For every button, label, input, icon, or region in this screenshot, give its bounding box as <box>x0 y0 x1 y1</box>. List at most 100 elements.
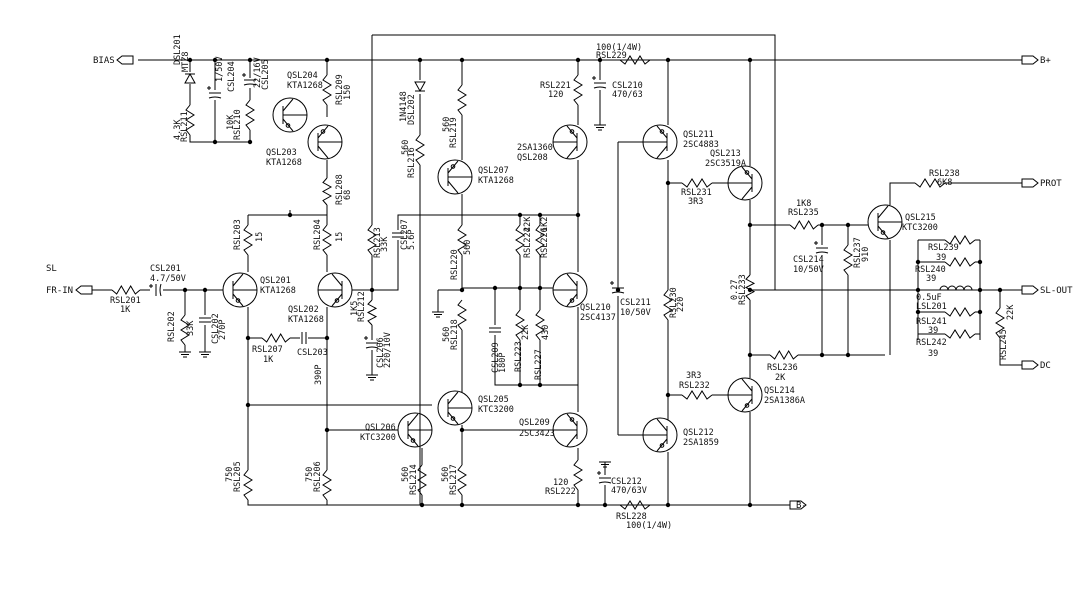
label-qsl210t: 2SC4137 <box>580 313 616 323</box>
ground-symbol <box>432 311 444 318</box>
label-rsl206: RSL206 <box>313 461 323 492</box>
label-qsl211: QSL211 <box>683 130 714 140</box>
rsl209-resistor <box>322 74 332 106</box>
label-rsl230v: 220 <box>676 297 686 312</box>
qsl214-transistor <box>727 377 763 413</box>
qsl209-transistor <box>552 412 588 448</box>
qsl208-transistor <box>552 124 588 160</box>
port-bias <box>116 55 134 65</box>
csl206-capacitor <box>364 336 379 349</box>
rsl202-resistor <box>180 314 190 346</box>
label-rsl212v: 1K5 <box>350 301 360 316</box>
label-qsl207t: KTA1268 <box>478 176 514 186</box>
csl205-capacitor <box>242 73 257 86</box>
junction-dot <box>324 57 330 63</box>
csl203-capacitor <box>301 332 307 344</box>
rsl231-resistor <box>681 178 713 188</box>
junction-dot <box>247 57 253 63</box>
label-qsl214: QSL214 <box>764 386 795 396</box>
ground-symbol-csl212 <box>599 461 611 468</box>
rsl224-resistor <box>515 224 525 256</box>
label-qsl213: QSL213 <box>710 149 741 159</box>
rsl221-resistor <box>573 74 583 106</box>
label-qsl212t: 2SA1859 <box>683 438 719 448</box>
rsl241-resistor <box>944 307 976 317</box>
label-csl203v: 390P <box>314 365 324 385</box>
junction-dot <box>324 427 330 433</box>
wire <box>372 34 776 290</box>
label-rsl205v: 750 <box>225 467 235 482</box>
label-csl211: CSL211 <box>620 298 651 308</box>
label-rsl229v: 100(1/4W) <box>596 43 642 53</box>
label-rsl235v: 1K8 <box>796 199 811 209</box>
junction-dot <box>575 57 581 63</box>
junction-dot <box>324 335 330 341</box>
label-rsl203: RSL203 <box>233 219 243 250</box>
ground-symbol <box>199 351 211 358</box>
dsl201-diode <box>184 72 196 84</box>
junction-dot <box>747 222 753 228</box>
label-rsl241v: 39 <box>928 326 938 336</box>
label-qsl209t: 2SC3423 <box>519 429 555 439</box>
components <box>111 55 1005 510</box>
label-csl203: CSL203 <box>297 348 328 358</box>
label-sl: SL <box>46 264 57 274</box>
label-rsl217: RSL217 <box>449 464 459 495</box>
ground-symbol <box>594 124 606 131</box>
label-rsl205: RSL205 <box>233 461 243 492</box>
ground-symbol <box>366 374 378 381</box>
wires <box>92 34 1030 506</box>
junction-dot <box>247 139 253 145</box>
wire <box>247 500 600 506</box>
wire <box>999 338 1022 366</box>
junction-dot <box>459 502 465 508</box>
junction-dot <box>575 212 581 218</box>
rsl205-resistor <box>243 469 253 501</box>
label-rsl219v: 560 <box>442 117 452 132</box>
label-csl202v: 270P <box>218 320 228 340</box>
junction-dot <box>615 287 621 293</box>
junction-dot <box>202 287 208 293</box>
junction-dot <box>369 287 375 293</box>
label-rsl228v: 100(1/4W) <box>626 521 672 531</box>
label-rsl214v: 560 <box>401 467 411 482</box>
label-csl205v: 22/16V <box>253 57 263 88</box>
label-frin: FR-IN <box>46 286 73 296</box>
label-bplus: B+ <box>1040 56 1051 66</box>
label-rsl204: RSL204 <box>313 219 323 250</box>
port-bminus <box>789 500 807 510</box>
rsl235-resistor <box>789 220 819 230</box>
csl209-capacitor <box>489 327 501 333</box>
label-rsl238: RSL238 <box>929 169 960 179</box>
junction-dot <box>182 287 188 293</box>
rsl213-resistor <box>367 224 377 256</box>
label-csl210v: 470/63 <box>612 90 643 100</box>
port-bplus <box>1021 55 1039 65</box>
label-rsl223v: 22K <box>521 324 531 340</box>
label-rsl209v: 150 <box>343 85 353 100</box>
label-rsl221: RSL221 <box>540 81 571 91</box>
label-csl204v: 1/50V <box>215 56 225 82</box>
label-csl205: CSL205 <box>261 59 271 90</box>
rsl219-resistor <box>457 84 467 116</box>
label-qsl212: QSL212 <box>683 428 714 438</box>
wire <box>189 135 250 143</box>
label-dsl201v: MTZ8 <box>181 52 191 72</box>
label-slout: SL-OUT <box>1040 286 1073 296</box>
label-qsl203t: KTA1268 <box>266 158 302 168</box>
qsl202-transistor <box>317 272 353 308</box>
label-dc: DC <box>1040 361 1051 371</box>
label-rsl236v: 2K <box>775 373 786 383</box>
rsl206-resistor <box>322 469 332 501</box>
junction-dot <box>459 427 465 433</box>
junction-dot <box>575 502 581 508</box>
wire <box>494 335 578 386</box>
junction-dot <box>459 287 465 293</box>
qsl205-transistor <box>437 390 473 426</box>
label-rsl213: RSL213 <box>373 227 383 258</box>
wire <box>372 240 399 291</box>
label-qsl214t: 2SA1386A <box>764 396 805 406</box>
ports <box>75 55 1039 510</box>
label-rsl220v: 560 <box>463 240 473 255</box>
label-rsl218: RSL218 <box>450 319 460 350</box>
